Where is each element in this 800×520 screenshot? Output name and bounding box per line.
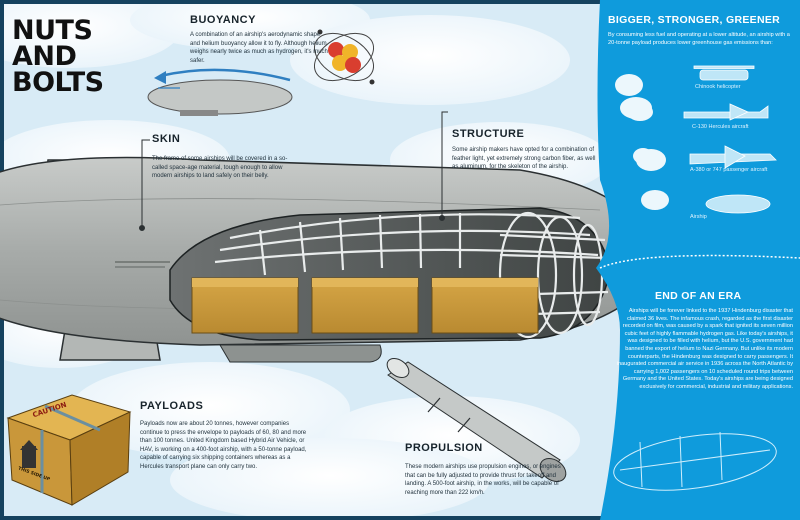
callout-lines (139, 111, 448, 231)
greener-item-chinook: Chinook helicopter (695, 84, 741, 90)
era-heading: END OF AN ERA (655, 290, 742, 302)
propulsion-heading: PROPULSION (405, 442, 483, 454)
era-text: Airships will be forever linked to the 1… (616, 308, 793, 390)
caution-crate (6, 394, 132, 506)
payloads-heading: PAYLOADS (140, 400, 204, 412)
right-panel (596, 0, 800, 520)
buoyancy-heading: BUOYANCY (190, 14, 256, 26)
skin-text: The frame of some airships will be cover… (152, 156, 288, 179)
greener-item-c130: C-130 Hercules aircraft (692, 124, 749, 130)
hull-cutaway (169, 207, 611, 341)
helium-atom-icon (314, 29, 375, 85)
hindenburg-outline (613, 431, 777, 491)
greener-item-a380: A-380 or 747 passenger aircraft (690, 167, 768, 173)
structure-heading: STRUCTURE (452, 128, 525, 140)
buoyancy-text: A combination of an airship's aerodynami… (190, 32, 328, 64)
buoyancy-airship (147, 68, 293, 116)
payloads-text: Payloads now are about 20 tonnes, howeve… (140, 421, 307, 470)
greener-text: By consuming less fuel and operating at … (608, 32, 790, 46)
structure-text: Some airship makers have opted for a com… (452, 147, 596, 170)
title-line-2: AND (12, 41, 77, 72)
main-title: NUTS AND BOLTS (12, 15, 104, 98)
cargo-containers (191, 277, 539, 334)
greener-item-airship: Airship (690, 214, 707, 220)
skin-heading: SKIN (152, 133, 181, 145)
title-line-3: BOLTS (12, 67, 104, 98)
title-line-1: NUTS (12, 15, 93, 46)
propulsion-text: These modern airships use propulsion eng… (405, 464, 561, 496)
greener-heading: BIGGER, STRONGER, GREENER (608, 14, 781, 26)
propulsion-engine (386, 357, 567, 482)
